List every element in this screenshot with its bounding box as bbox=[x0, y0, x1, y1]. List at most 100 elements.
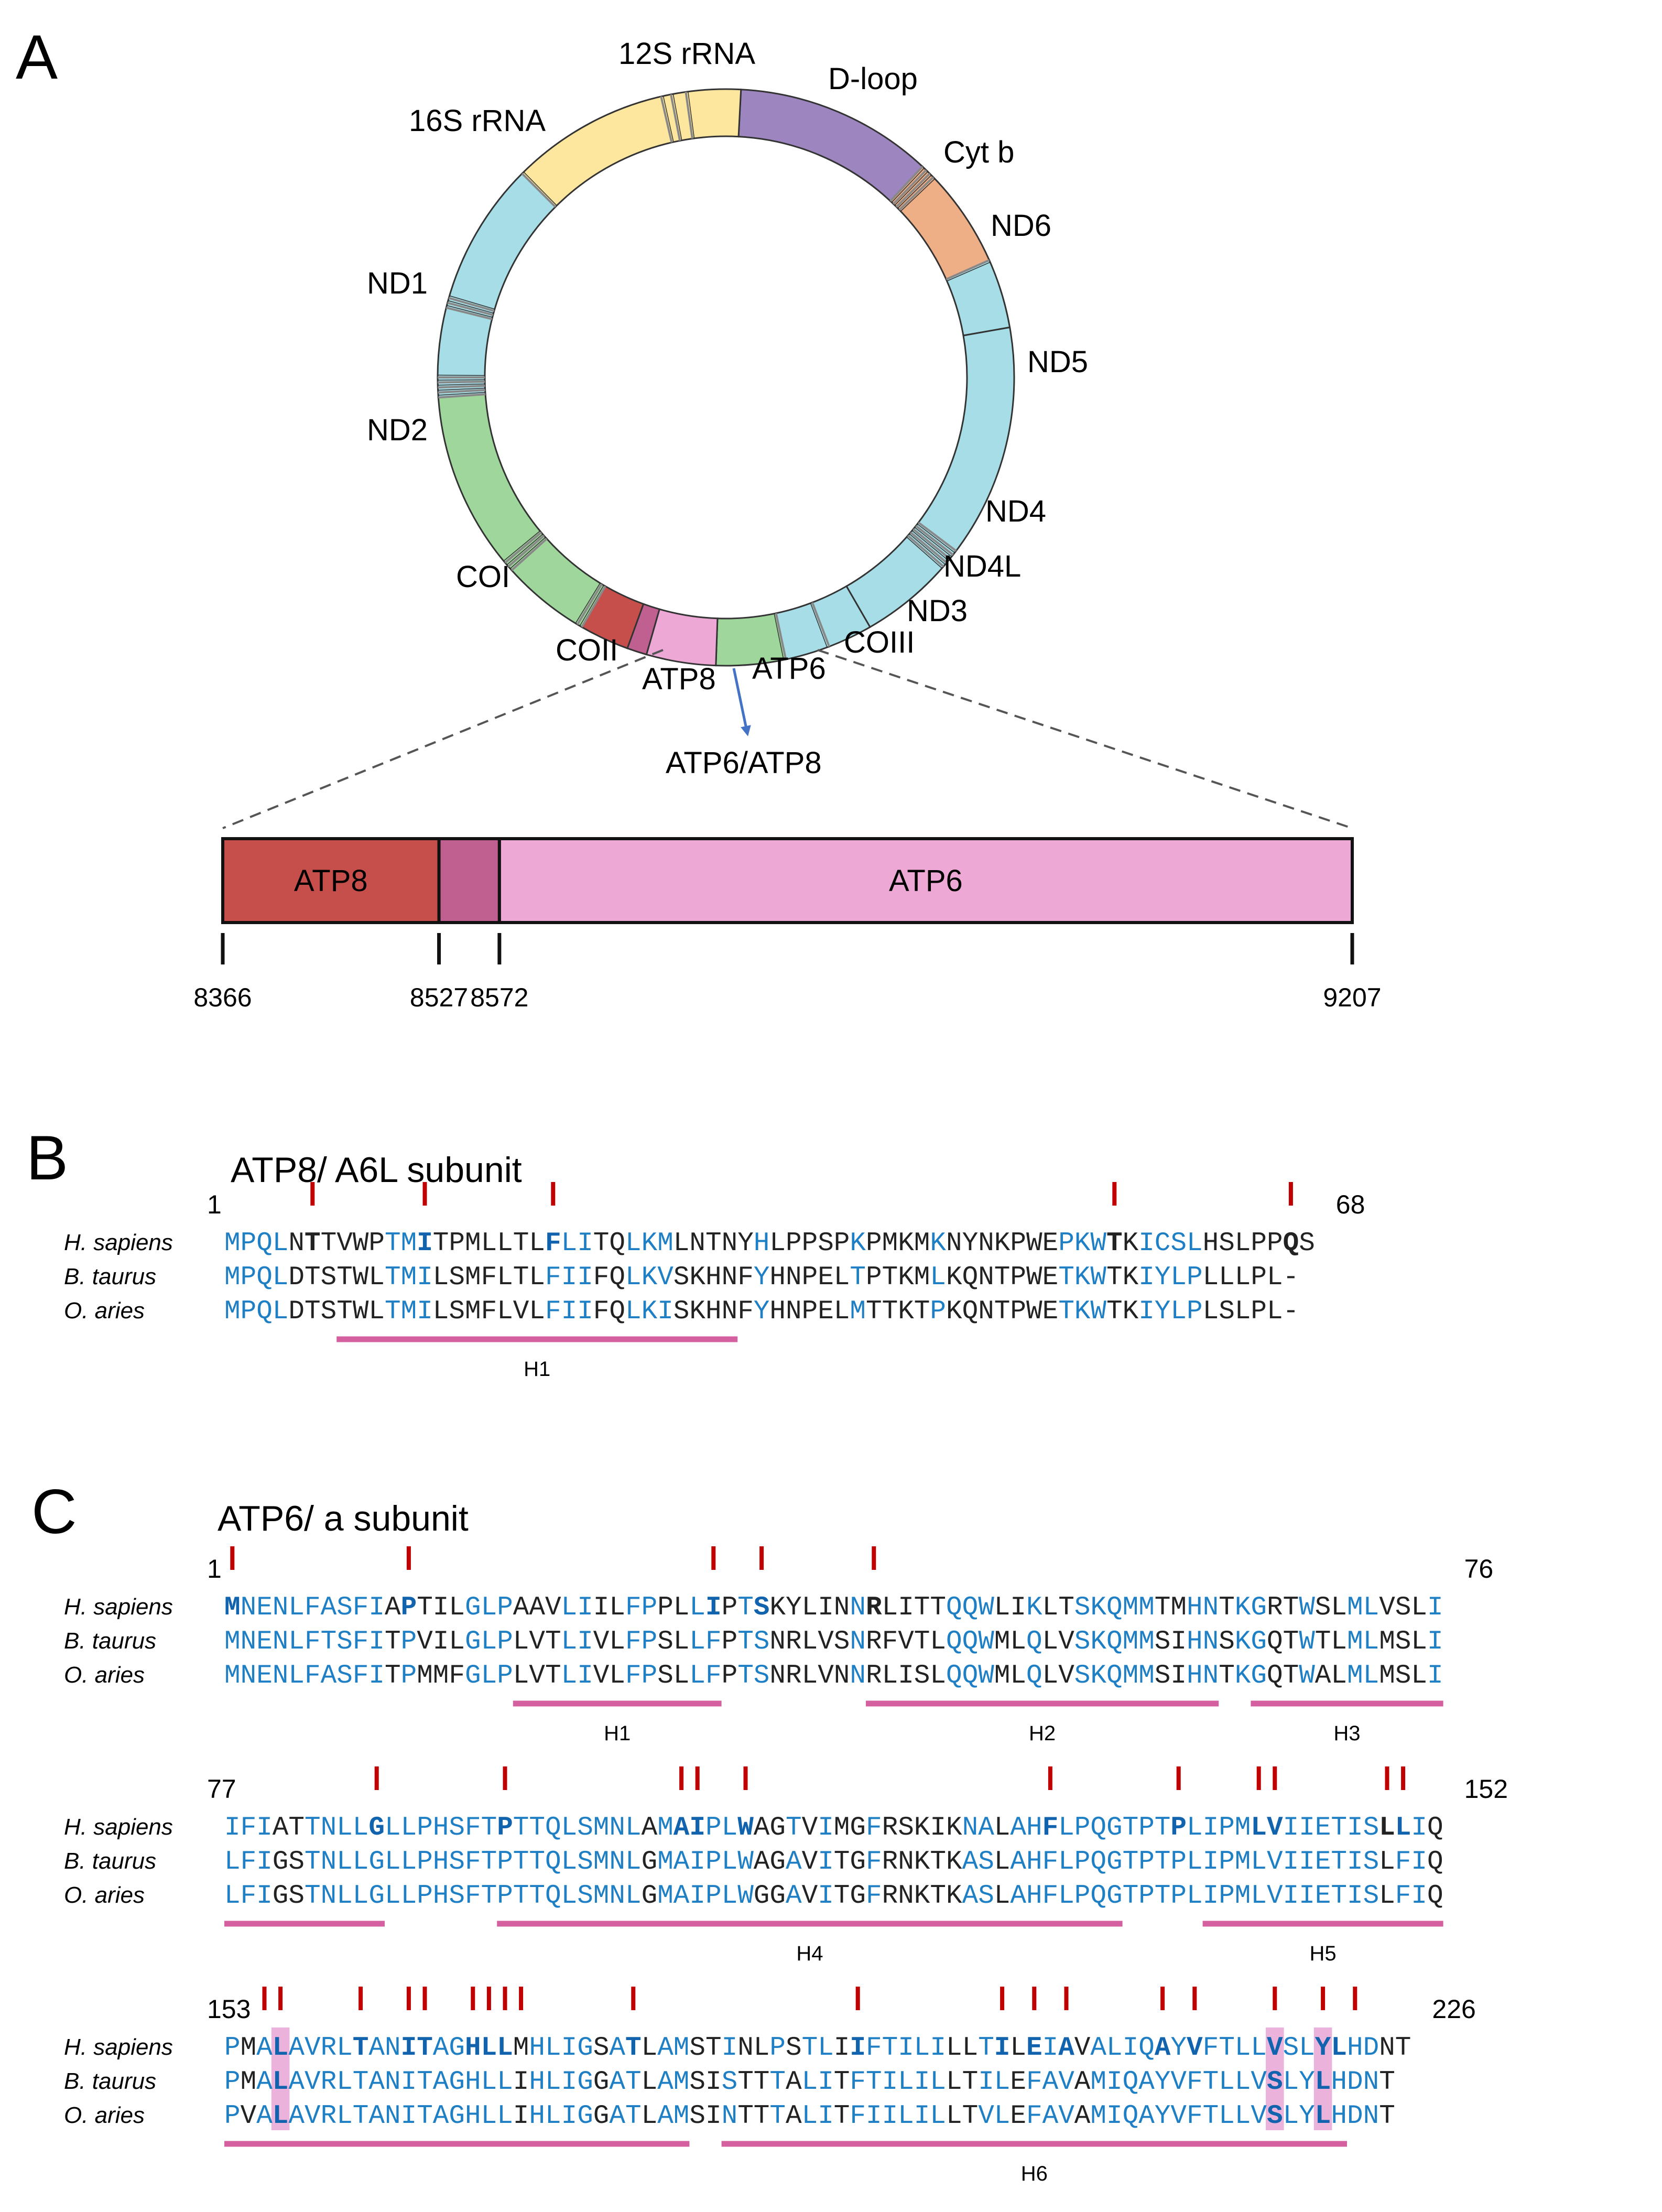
trna-mark bbox=[811, 602, 830, 647]
sequence-row: LFIGSTNLLGLLPHSFTPTTQLSMNLGMAIPLWAGAVITG… bbox=[224, 1847, 1443, 1877]
trna-mark bbox=[438, 385, 485, 389]
bar-segment bbox=[497, 837, 1354, 924]
trna-mark bbox=[670, 94, 681, 141]
trna-mark bbox=[438, 374, 485, 376]
trna-mark bbox=[438, 387, 485, 391]
genome-label-coi: COI bbox=[456, 560, 510, 594]
species-label: H. sapiens bbox=[64, 2034, 173, 2060]
panel-c-letter: C bbox=[31, 1477, 77, 1547]
trna-mark bbox=[917, 524, 955, 554]
trna-mark bbox=[438, 381, 485, 384]
trna-mark bbox=[504, 532, 542, 564]
trna-mark bbox=[509, 537, 546, 569]
trna-mark bbox=[449, 295, 495, 310]
trna-mark bbox=[579, 585, 604, 626]
genome-label-12s: 12S rRNA bbox=[618, 37, 755, 71]
trna-mark bbox=[577, 583, 603, 625]
genome-label-coiii: COIII bbox=[844, 625, 915, 659]
trna-mark bbox=[687, 91, 695, 139]
trna-mark bbox=[894, 171, 928, 206]
trna-mark bbox=[910, 532, 948, 564]
sequence-row: MPQLNTTVWPTMITPMLLTLFLITQLKMLNTNYHLPPSPK… bbox=[224, 1229, 1315, 1259]
trna-mark bbox=[662, 95, 674, 143]
trna-mark bbox=[900, 178, 936, 212]
trna-mark bbox=[774, 613, 784, 660]
helix-label: H6 bbox=[1021, 2162, 1048, 2185]
trna-mark bbox=[914, 527, 952, 557]
trna-marks bbox=[438, 91, 991, 660]
trna-mark bbox=[521, 172, 557, 208]
trna-mark bbox=[913, 528, 951, 560]
bar-segment-label: ATP8 bbox=[294, 864, 368, 898]
trna-mark bbox=[448, 297, 495, 312]
trna-mark bbox=[438, 379, 485, 381]
genome-label-nd4l: ND4L bbox=[943, 549, 1021, 583]
helix-label: H2 bbox=[1029, 1722, 1056, 1745]
species-label: O. aries bbox=[64, 1882, 145, 1908]
genome-label-nd1: ND1 bbox=[367, 266, 428, 300]
sequence-row: MPQLDTSTWLTMILSMFLTLFIIFQLKVSKHNFYHNPELT… bbox=[224, 1263, 1299, 1293]
trna-mark bbox=[448, 300, 494, 314]
highlight-box bbox=[1266, 2027, 1284, 2130]
trna-mark bbox=[889, 166, 924, 202]
trna-mark bbox=[918, 522, 957, 552]
helix-label: H1 bbox=[604, 1722, 631, 1745]
helix-label: H5 bbox=[1310, 1942, 1337, 1965]
panel-c-title: ATP6/ a subunit bbox=[218, 1499, 469, 1538]
trna-mark bbox=[438, 389, 485, 394]
genome-label-atp6: ATP6 bbox=[752, 652, 826, 686]
bar-segment-label: ATP6 bbox=[889, 864, 963, 898]
trna-mark bbox=[893, 169, 927, 205]
species-label: B. taurus bbox=[64, 1848, 156, 1874]
trna-mark bbox=[510, 538, 548, 571]
trna-mark bbox=[906, 536, 942, 569]
trna-mark bbox=[909, 533, 946, 565]
trna-mark bbox=[575, 583, 601, 624]
trna-mark bbox=[447, 305, 493, 318]
sequence-row: PMALAVRLTANITAGHLLIHLIGGATLAMSISTTTALITF… bbox=[224, 2067, 1395, 2097]
trna-mark bbox=[447, 301, 494, 316]
trna-mark bbox=[946, 259, 990, 280]
block-end-number: 68 bbox=[1336, 1190, 1365, 1219]
block-start-number: 153 bbox=[207, 1994, 251, 2024]
trna-mark bbox=[506, 534, 543, 566]
genome-label-nd2: ND2 bbox=[367, 413, 428, 447]
trna-mark bbox=[810, 603, 828, 648]
genome-label-nd3: ND3 bbox=[907, 594, 968, 628]
trna-mark bbox=[672, 94, 682, 140]
genome-label-nd5: ND5 bbox=[1027, 345, 1088, 379]
highlight-box bbox=[271, 2027, 290, 2130]
trna-mark bbox=[503, 530, 540, 561]
helix-label: H1 bbox=[524, 1358, 550, 1381]
sequence-row: PMALAVRLTANITAGHLLMHLIGSATLAMSTINLPSTLII… bbox=[224, 2033, 1411, 2063]
sequence-row: MPQLDTSTWLTMILSMFLVLFIIFQLKISKHNFYHNPELM… bbox=[224, 1297, 1299, 1327]
species-label: O. aries bbox=[64, 1662, 145, 1688]
trna-mark bbox=[907, 535, 944, 568]
species-label: H. sapiens bbox=[64, 1230, 173, 1255]
arrow-label: ATP6/ATP8 bbox=[666, 746, 822, 780]
block-end-number: 76 bbox=[1464, 1554, 1494, 1584]
genome-label-nd4: ND4 bbox=[985, 494, 1046, 528]
sequence-row: MNENLFTSFITPVILGLPLVTLIVLFPSLLFPTSNRLVSN… bbox=[224, 1627, 1443, 1657]
trna-mark bbox=[915, 525, 954, 556]
genome-segment bbox=[446, 172, 557, 316]
trna-mark bbox=[581, 585, 606, 628]
species-label: B. taurus bbox=[64, 1628, 156, 1654]
species-label: B. taurus bbox=[64, 2068, 156, 2094]
block-start-number: 77 bbox=[207, 1774, 236, 1804]
trna-mark bbox=[446, 307, 493, 320]
trna-mark bbox=[523, 171, 557, 206]
trna-mark bbox=[895, 172, 931, 208]
sequence-row: PVALAVRLTANITAGHLLIHLIGGATLAMSINTTTALITF… bbox=[224, 2101, 1395, 2131]
trna-mark bbox=[891, 168, 925, 203]
zoom-line-right bbox=[817, 649, 1353, 829]
sequence-row: MNENLFASFITPMMFGLPLVTLIVLFPSLLFPTSNRLVNN… bbox=[224, 1661, 1443, 1691]
genome-segment bbox=[670, 88, 742, 142]
sequence-row: IFIATTNLLGLLPHSFTPTTQLSMNLAMAIPLWAGTVIMG… bbox=[224, 1813, 1443, 1843]
